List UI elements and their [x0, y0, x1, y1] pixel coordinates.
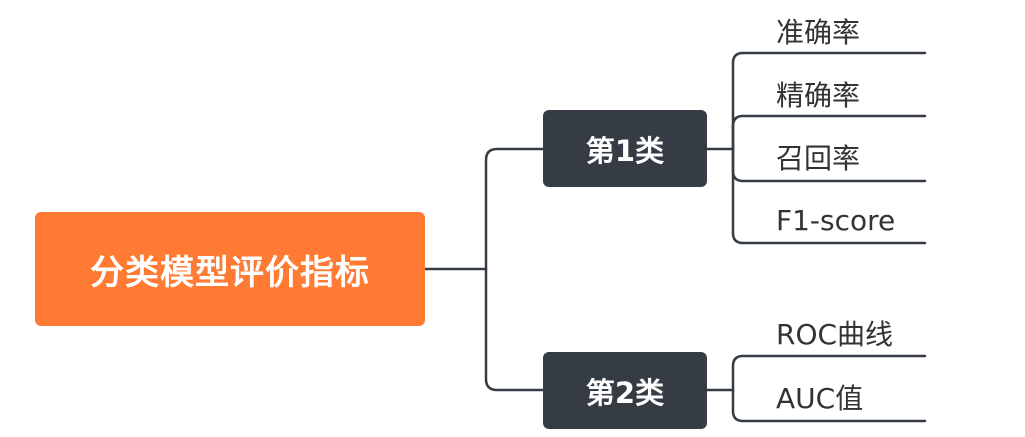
connector-leaf-f1: [731, 147, 927, 245]
connector-leaf-auc: [731, 388, 927, 423]
root-node-label: 分类模型评价指标: [90, 252, 370, 293]
leaf-recall: 召回率: [776, 142, 861, 175]
branch-node-1-label: 第1类: [585, 133, 665, 168]
connector-leaf-roc: [731, 354, 927, 392]
branch-node-1: 第1类: [543, 110, 707, 187]
root-node: 分类模型评价指标: [35, 212, 425, 326]
leaf-precision: 精确率: [776, 79, 861, 112]
branch-node-2: 第2类: [543, 352, 707, 429]
leaf-auc-value: AUC值: [776, 382, 864, 415]
leaf-f1-score: F1-score: [776, 204, 896, 237]
leaf-roc-curve: ROC曲线: [776, 318, 894, 351]
connector-leaf-precision: [731, 114, 927, 151]
connector-root-branch-2: [484, 267, 545, 392]
leaf-accuracy: 准确率: [776, 16, 861, 49]
branch-node-2-label: 第2类: [585, 375, 665, 410]
connector-leaf-accuracy: [731, 51, 927, 151]
connector-root-branch-1: [484, 147, 545, 271]
